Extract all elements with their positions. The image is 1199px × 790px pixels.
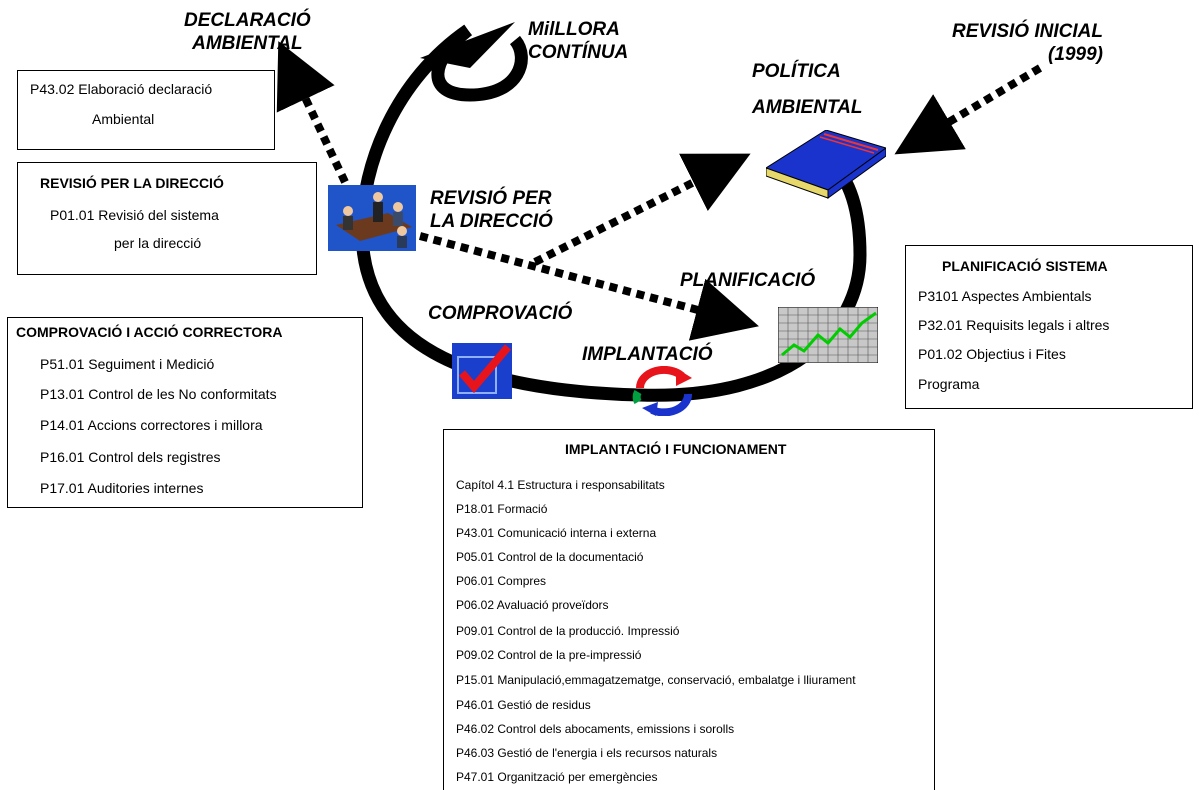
arrow-to-declaracio [276,41,349,184]
box-implantacio: IMPLANTACIÓ I FUNCIONAMENT Capítol 4.1 E… [443,429,935,790]
box-line: P13.01 Control de les No conformitats [40,386,277,402]
cycle-arrows-icon [632,365,696,417]
box-line: P51.01 Seguiment i Medició [40,356,215,372]
meeting-people-icon [328,185,416,251]
box-title: IMPLANTACIÓ I FUNCIONAMENT [565,441,787,457]
label-politica: POLÍTICA [752,61,841,82]
box-line: P46.02 Control dels abocaments, emission… [456,722,735,736]
box-line: per la direcció [114,235,202,251]
box-line: P01.02 Objectius i Fites [918,346,1066,362]
label-millora-continua: MilLLORA CONTÍNUA [528,19,629,63]
box-line: P46.01 Gestió de residus [456,698,591,712]
box-planificacio: PLANIFICACIÓ SISTEMA P3101 Aspectes Ambi… [905,245,1193,409]
box-line: P17.01 Auditories internes [40,480,204,496]
box-line: P09.01 Control de la producció. Impressi… [456,624,680,638]
box-line: P14.01 Accions correctores i millora [40,417,263,433]
box-title: REVISIÓ PER LA DIRECCIÓ [40,175,224,191]
box-line: P01.01 Revisió del sistema [50,207,219,223]
box-line: P43.02 Elaboració declaració [30,81,213,97]
box-line: P06.02 Avaluació proveïdors [456,598,609,612]
box-line: P09.02 Control de la pre-impressió [456,648,642,662]
label-implantacio: IMPLANTACIÓ [582,344,713,365]
box-line: P46.03 Gestió de l'energia i els recurso… [456,746,718,760]
improvement-arrowhead [420,22,515,68]
box-line: P43.01 Comunicació interna i externa [456,526,657,540]
box-revisio-direccio: REVISIÓ PER LA DIRECCIÓ P01.01 Revisió d… [17,162,317,275]
box-line: P15.01 Manipulació,emmagatzematge, conse… [456,673,856,687]
box-line: P05.01 Control de la documentació [456,550,644,564]
label-revisio-inicial: REVISIÓ INICIAL (1999) [952,21,1103,65]
label-revisio-direccio: REVISIÓ PER LA DIRECCIÓ [430,188,553,232]
arrow-to-planificacio [418,232,759,341]
cycle-loop [355,24,867,402]
box-line: P16.01 Control dels registres [40,449,221,465]
label-ambiental: AMBIENTAL [752,97,863,118]
label-comprovacio: COMPROVACIÓ [428,303,573,324]
checkmark-icon [452,343,512,399]
box-declaracio: P43.02 Elaboració declaració Ambiental [17,70,275,150]
label-declaracio-ambiental: DECLARACIÓ AMBIENTAL [184,10,311,54]
box-line: P3101 Aspectes Ambientals [918,288,1092,304]
arrow-revisio-inicial [894,64,1043,155]
box-line: P32.01 Requisits legals i altres [918,317,1110,333]
box-title: PLANIFICACIÓ SISTEMA [942,258,1108,274]
box-line: P18.01 Formació [456,502,548,516]
arrow-to-politica [533,153,751,266]
book-icon [764,129,888,200]
box-line: P47.01 Organització per emergències [456,770,658,784]
box-comprovacio: COMPROVACIÓ I ACCIÓ CORRECTORA P51.01 Se… [7,317,363,508]
box-line: Programa [918,376,980,392]
box-line: P06.01 Compres [456,574,547,588]
box-line: Capítol 4.1 Estructura i responsabilitat… [456,478,665,492]
growth-chart-icon [777,306,879,364]
box-line: Ambiental [92,111,155,127]
box-title: COMPROVACIÓ I ACCIÓ CORRECTORA [16,324,283,340]
label-planificacio: PLANIFICACIÓ [680,270,816,291]
